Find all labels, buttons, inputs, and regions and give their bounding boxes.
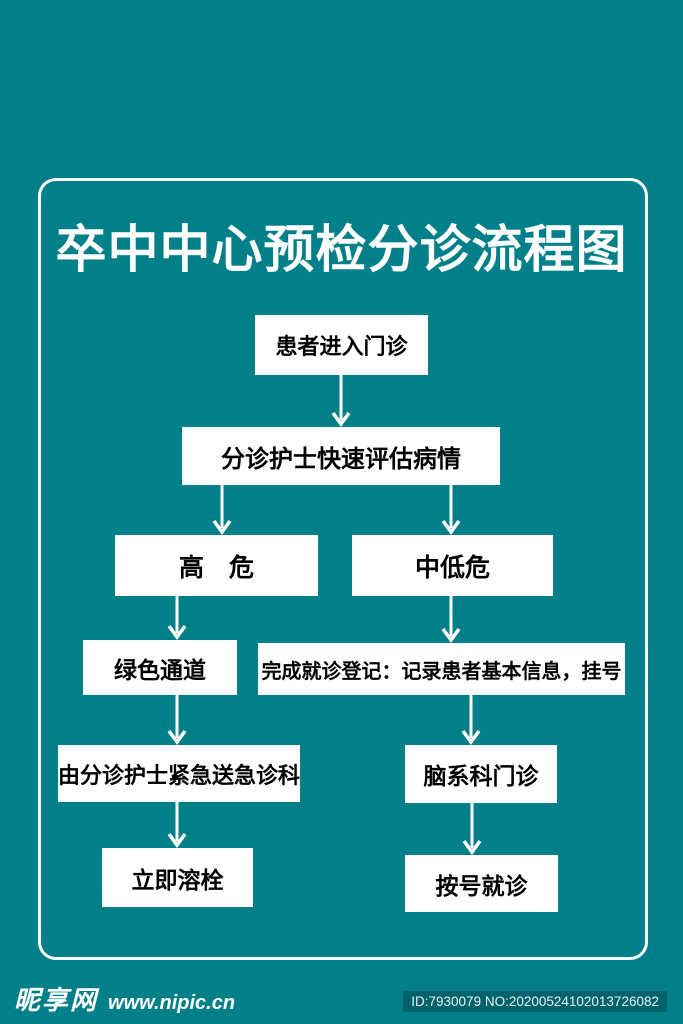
node-see-by-number: 按号就诊 (405, 855, 558, 912)
node-registration: 完成就诊登记：记录患者基本信息，挂号 (258, 643, 625, 695)
node-thrombolysis: 立即溶栓 (102, 848, 253, 907)
site-url-text: www.nipic.cn (108, 992, 236, 1014)
poster-title: 卒中中心预检分诊流程图 (55, 220, 628, 280)
node-mid-low-risk: 中低危 (352, 535, 553, 596)
poster-border-frame (38, 178, 648, 960)
node-high-risk: 高 危 (115, 535, 318, 596)
node-green-channel: 绿色通道 (83, 640, 237, 695)
image-id-badge: ID:7930079 NO:20200524102013726082 (403, 991, 667, 1012)
node-patient-entry: 患者进入门诊 (255, 315, 428, 375)
node-neuro-clinic: 脑系科门诊 (405, 745, 557, 803)
node-urgent-to-er: 由分诊护士紧急送急诊科 (58, 745, 300, 802)
node-triage-assess: 分诊护士快速评估病情 (182, 427, 500, 485)
site-watermark: 昵享网 www.nipic.cn (14, 980, 235, 1017)
site-logo-text: 昵享网 (14, 985, 99, 1015)
